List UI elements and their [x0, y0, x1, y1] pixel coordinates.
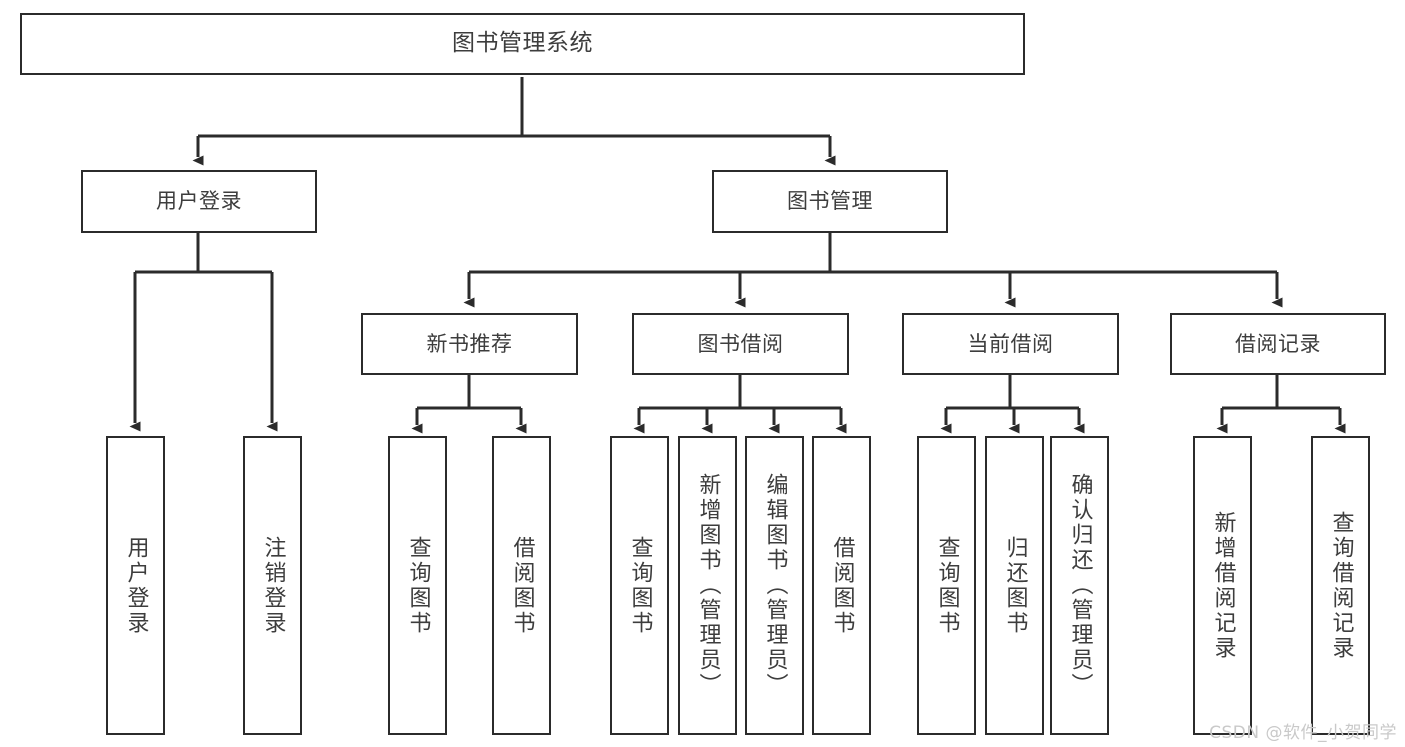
node-borrow-record-label: 借阅记录	[1235, 331, 1321, 356]
node-leaf-user-login[interactable]: 用户登录	[106, 436, 165, 735]
node-leaf-confirm-return-label: 确认归还（管理员）	[1067, 473, 1093, 698]
node-user-login[interactable]: 用户登录	[81, 170, 317, 233]
node-leaf-return-book-label: 归还图书	[1002, 535, 1028, 636]
node-book-management-label: 图书管理	[787, 189, 873, 214]
node-borrow-record[interactable]: 借阅记录	[1170, 313, 1386, 375]
node-leaf-user-logout-label: 注销登录	[260, 535, 286, 636]
node-leaf-borrow-book-1[interactable]: 借阅图书	[492, 436, 551, 735]
node-leaf-user-logout[interactable]: 注销登录	[243, 436, 302, 735]
node-leaf-query-book-1[interactable]: 查询图书	[388, 436, 447, 735]
node-book-management[interactable]: 图书管理	[712, 170, 948, 233]
node-leaf-add-book[interactable]: 新增图书（管理员）	[678, 436, 737, 735]
node-leaf-query-book-1-label: 查询图书	[405, 535, 431, 636]
node-leaf-add-book-label: 新增图书（管理员）	[695, 473, 721, 698]
node-leaf-edit-book[interactable]: 编辑图书（管理员）	[745, 436, 804, 735]
node-book-borrow-label: 图书借阅	[697, 331, 784, 356]
watermark-text: CSDN @软件_小贺同学	[1209, 723, 1397, 743]
node-user-login-label: 用户登录	[156, 189, 242, 214]
node-leaf-query-book-2-label: 查询图书	[627, 535, 653, 636]
node-root-label: 图书管理系统	[452, 30, 593, 57]
node-leaf-query-book-3[interactable]: 查询图书	[917, 436, 976, 735]
node-current-borrow[interactable]: 当前借阅	[902, 313, 1119, 375]
node-leaf-user-login-label: 用户登录	[123, 535, 149, 636]
node-root[interactable]: 图书管理系统	[20, 13, 1025, 75]
node-new-book-recommend[interactable]: 新书推荐	[361, 313, 578, 375]
node-current-borrow-label: 当前借阅	[967, 331, 1054, 356]
node-leaf-borrow-book-1-label: 借阅图书	[509, 535, 535, 636]
node-leaf-query-book-3-label: 查询图书	[934, 535, 960, 636]
node-leaf-confirm-return[interactable]: 确认归还（管理员）	[1050, 436, 1109, 735]
node-leaf-borrow-book-2[interactable]: 借阅图书	[812, 436, 871, 735]
node-leaf-add-record-label: 新增借阅记录	[1210, 510, 1236, 661]
node-leaf-return-book[interactable]: 归还图书	[985, 436, 1044, 735]
node-leaf-add-record[interactable]: 新增借阅记录	[1193, 436, 1252, 735]
node-leaf-edit-book-label: 编辑图书（管理员）	[762, 473, 788, 698]
node-leaf-query-record[interactable]: 查询借阅记录	[1311, 436, 1370, 735]
node-book-borrow[interactable]: 图书借阅	[632, 313, 849, 375]
node-leaf-query-record-label: 查询借阅记录	[1328, 510, 1354, 661]
node-leaf-query-book-2[interactable]: 查询图书	[610, 436, 669, 735]
node-new-book-recommend-label: 新书推荐	[426, 331, 513, 356]
node-leaf-borrow-book-2-label: 借阅图书	[829, 535, 855, 636]
